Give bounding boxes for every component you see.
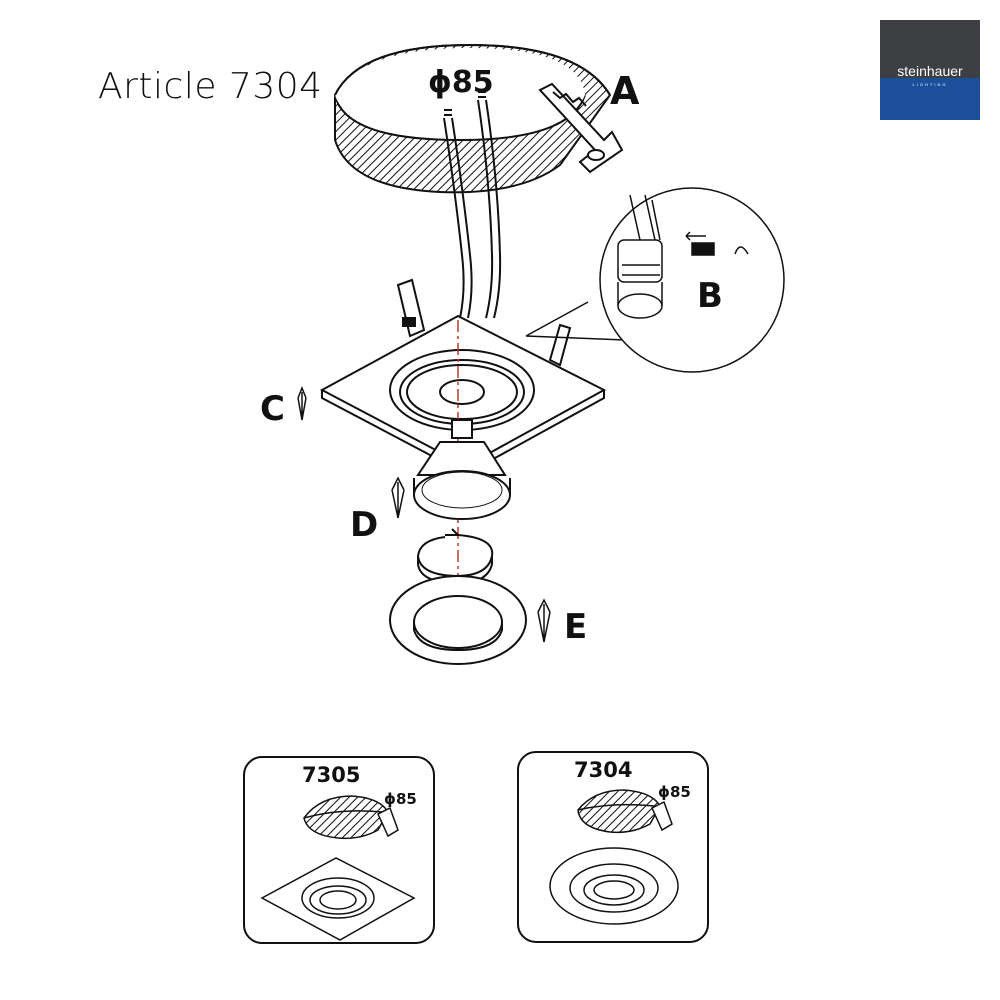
diameter-label: ϕ85 — [428, 65, 494, 100]
label-a: A — [610, 69, 640, 113]
arrow-up-d-icon — [391, 476, 405, 519]
detail-callout-b — [525, 187, 785, 373]
variant-7305-diameter: ϕ85 — [384, 790, 417, 808]
label-b: B — [697, 276, 723, 316]
label-e: E — [564, 607, 587, 647]
arrow-up-e-icon — [537, 598, 551, 643]
label-c: C — [260, 389, 285, 429]
logo-subtitle: LIGHTING — [912, 82, 948, 87]
variant-7304-article: 7304 — [574, 758, 632, 782]
variant-panel-7304: 7304 ϕ85 — [517, 751, 709, 943]
gu10-lamp — [413, 419, 511, 520]
square-frame — [319, 314, 607, 476]
variant-7305-article: 7305 — [302, 763, 360, 787]
arrow-up-c-icon — [297, 385, 307, 421]
steinhauer-logo: steinhauer LIGHTING — [880, 20, 980, 120]
direction-arrows — [297, 385, 551, 643]
frame-spring-clips — [396, 278, 572, 367]
logo-dark-band — [880, 20, 980, 78]
logo-name: steinhauer — [897, 63, 963, 79]
variant-7304-diameter: ϕ85 — [658, 783, 691, 801]
ceiling-cutout — [334, 43, 612, 194]
variant-panel-7305: 7305 ϕ85 — [243, 756, 435, 944]
spring-clip-a — [538, 82, 624, 174]
supply-wires — [443, 91, 502, 319]
article-title: Article 7304 — [98, 66, 323, 107]
label-d: D — [350, 505, 378, 545]
cover-ring — [389, 575, 527, 665]
